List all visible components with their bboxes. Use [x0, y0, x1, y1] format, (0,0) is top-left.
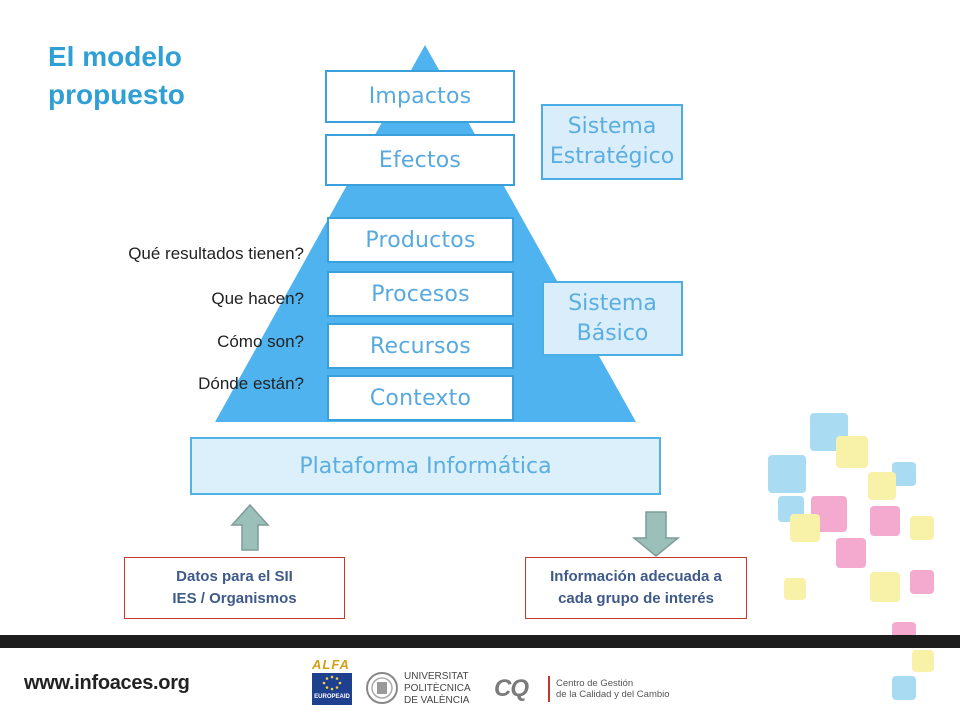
upv-seal-icon [365, 671, 399, 705]
cq-center-text: Centro de Gestión de la Calidad y del Ca… [556, 678, 670, 700]
title-line-2: propuesto [48, 79, 185, 110]
deco-square [784, 578, 806, 600]
question-hacen: Que hacen? [211, 289, 304, 308]
level-impactos: Impactos [325, 70, 515, 123]
question-resultados: Qué resultados tienen? [128, 244, 304, 263]
informacion-line-2: cada grupo de interés [558, 590, 714, 607]
deco-square [912, 650, 934, 672]
sistema-basico-box: Sistema Básico [542, 281, 683, 356]
plataforma-informatica: Plataforma Informática [190, 437, 661, 495]
page-title: El modelo propuesto [48, 38, 248, 114]
datos-sii-line-2: IES / Organismos [172, 590, 297, 607]
deco-square [836, 538, 866, 568]
sistema-estrategico-box: Sistema Estratégico [541, 104, 683, 180]
deco-square [768, 455, 806, 493]
deco-square [870, 506, 900, 536]
footer-bar [0, 635, 960, 648]
down-arrow-icon [631, 511, 681, 557]
up-arrow-icon [230, 503, 270, 551]
upv-logo-text: UNIVERSITAT POLITÈCNICA DE VALÈNCIA [404, 671, 471, 707]
question-son: Cómo son? [217, 332, 304, 351]
sistema-estrategico-line-1: Sistema [567, 114, 657, 139]
deco-square [868, 472, 896, 500]
deco-square [892, 676, 916, 700]
level-procesos: Procesos [327, 271, 514, 317]
informacion-line-1: Información adecuada a [550, 568, 722, 585]
cq-logo-text: CQ [494, 675, 529, 702]
sistema-basico-line-2: Básico [576, 320, 649, 346]
informacion-adecuada-box: Información adecuada a cada grupo de int… [525, 557, 747, 619]
sistema-basico-line-1: Sistema [568, 290, 657, 316]
upv-line-3: DE VALÈNCIA [404, 695, 470, 706]
eu-flag-icon: EUROPEAID [312, 673, 352, 705]
deco-square [870, 572, 900, 602]
deco-square [790, 514, 820, 542]
cq-line-1: Centro de Gestión [556, 678, 634, 689]
europeaid-text: EUROPEAID [314, 694, 350, 700]
level-recursos: Recursos [327, 323, 514, 369]
deco-square [910, 516, 934, 540]
footer-url[interactable]: www.infoaces.org [24, 672, 190, 694]
upv-line-2: POLITÈCNICA [404, 683, 471, 694]
eu-stars-icon [322, 675, 342, 691]
datos-sii-box: Datos para el SII IES / Organismos [124, 557, 345, 619]
title-line-1: El modelo [48, 41, 182, 72]
deco-square [892, 462, 916, 486]
question-estan: Dónde están? [198, 374, 304, 393]
alfa-europeaid-logo: ALFA EUROPEAID [308, 657, 356, 707]
upv-line-1: UNIVERSITAT [404, 671, 469, 682]
level-contexto: Contexto [327, 375, 514, 421]
cq-divider [548, 676, 550, 702]
deco-square [910, 570, 934, 594]
alfa-logo-text: ALFA [312, 657, 350, 672]
sistema-estrategico-line-2: Estratégico [549, 144, 675, 169]
level-productos: Productos [327, 217, 514, 263]
level-efectos: Efectos [325, 134, 515, 186]
datos-sii-line-1: Datos para el SII [176, 568, 293, 585]
deco-square [836, 436, 868, 468]
cq-line-2: de la Calidad y del Cambio [556, 689, 670, 700]
